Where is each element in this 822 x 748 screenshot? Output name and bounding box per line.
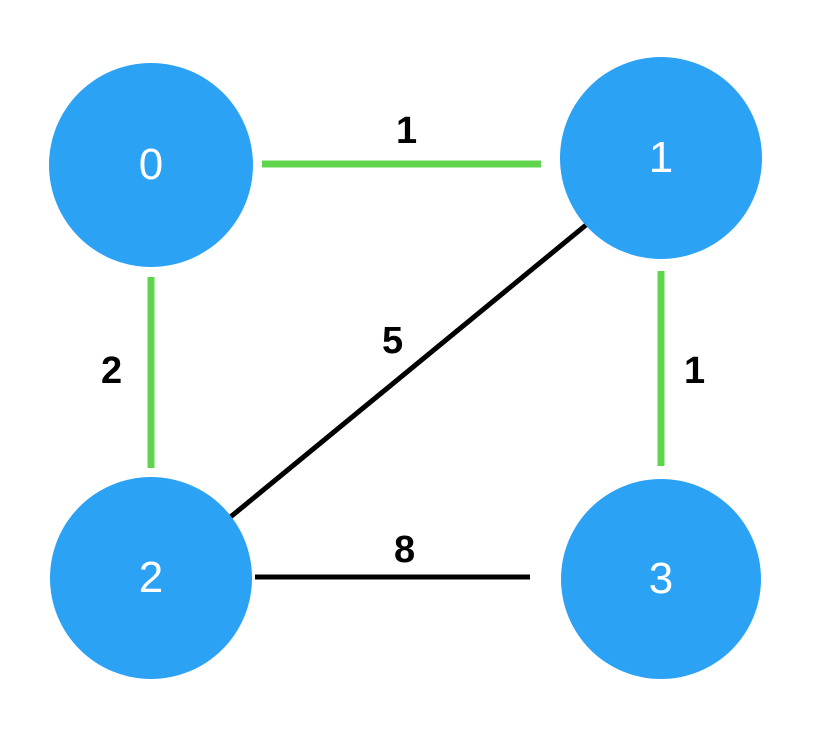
graph-node-label: 0: [138, 140, 164, 189]
graph-node-2[interactable]: 2: [50, 477, 252, 679]
edge-weight-label-1-3: 1: [684, 350, 706, 392]
graph-node-1[interactable]: 1: [560, 57, 762, 259]
graph-node-0[interactable]: 0: [49, 63, 253, 267]
edge-weight-label-0-1: 1: [396, 110, 418, 152]
graph-node-label: 2: [138, 553, 164, 602]
edge-weight-label-2-3: 8: [394, 529, 416, 571]
graph-node-label: 3: [648, 554, 674, 603]
graph-node-label: 1: [648, 133, 674, 182]
graph-edge-1-2[interactable]: [226, 223, 588, 521]
edge-weight-label-0-2: 2: [101, 350, 123, 392]
edge-weight-label-1-2: 5: [382, 320, 404, 362]
graph-node-3[interactable]: 3: [561, 479, 761, 679]
